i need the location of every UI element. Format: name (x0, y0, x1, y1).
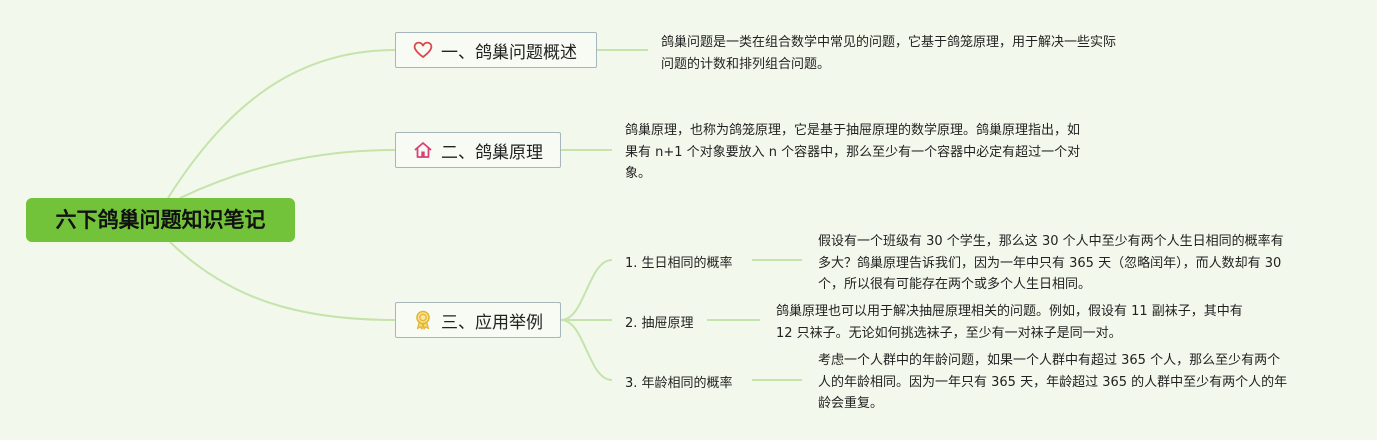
note-line: 果有 n+1 个对象要放入 n 个容器中，那么至少有一个容器中必定有超过一个对 (625, 144, 1081, 160)
note-line: 多大？鸽巢原理告诉我们，因为一年中只有 365 天（忽略闰年），而人数却有 30 (818, 255, 1282, 271)
note-principle: 鸽巢原理，也称为鸽笼原理，它是基于抽屉原理的数学原理。鸽巢原理指出，如 果有 n… (625, 120, 1080, 185)
subtopic-age[interactable]: 3. 年龄相同的概率 (625, 376, 733, 391)
topic-examples[interactable]: 三、应用举例 (395, 302, 561, 338)
note-line: 龄会重复。 (818, 396, 884, 411)
subtopic-birthday[interactable]: 1. 生日相同的概率 (625, 256, 733, 271)
note-line: 考虑一个人群中的年龄问题，如果一个人群中有超过 365 个人，那么至少有两个 (818, 353, 1281, 368)
note-line: 人的年龄相同。因为一年只有 365 天，年龄超过 365 的人群中至少有两个人的… (818, 374, 1288, 390)
note-line: 个，所以很有可能存在两个或多个人生日相同。 (818, 277, 1092, 292)
award-ribbon-icon (413, 310, 433, 330)
heart-icon (413, 40, 433, 60)
topic-overview[interactable]: 一、鸽巢问题概述 (395, 32, 597, 68)
note-line: 象。 (625, 166, 652, 181)
note-line: 12 只袜子。无论如何挑选袜子，至少有一对袜子是同一对。 (776, 325, 1122, 341)
topic-label: 二、鸽巢原理 (441, 142, 543, 163)
link-root-topic3 (169, 241, 396, 321)
link-root-topic1 (167, 49, 396, 199)
link-root-topic2 (179, 149, 396, 199)
link-topic3-sub1 (560, 259, 613, 321)
note-line: 鸽巢原理也可以用于解决抽屉原理相关的问题。例如，假设有 11 副袜子，其中有 (776, 304, 1243, 319)
root-topic[interactable]: 六下鸽巢问题知识笔记 (26, 198, 295, 242)
note-age: 考虑一个人群中的年龄问题，如果一个人群中有超过 365 个人，那么至少有两个 人… (818, 350, 1287, 415)
note-overview: 鸽巢问题是一类在组合数学中常见的问题，它基于鸽笼原理，用于解决一些实际 问题的计… (661, 32, 1116, 75)
note-line: 鸽巢原理，也称为鸽笼原理，它是基于抽屉原理的数学原理。鸽巢原理指出，如 (625, 123, 1081, 138)
topic-label: 一、鸽巢问题概述 (441, 42, 577, 63)
topic-principle[interactable]: 二、鸽巢原理 (395, 132, 561, 168)
note-drawer: 鸽巢原理也可以用于解决抽屉原理相关的问题。例如，假设有 11 副袜子，其中有 1… (776, 301, 1243, 344)
link-topic3-sub3 (560, 319, 613, 381)
note-line: 鸽巢问题是一类在组合数学中常见的问题，它基于鸽笼原理，用于解决一些实际 (661, 35, 1117, 50)
note-line: 问题的计数和排列组合问题。 (661, 56, 831, 72)
subtopic-drawer[interactable]: 2. 抽屉原理 (625, 316, 694, 331)
topic-label: 三、应用举例 (441, 312, 543, 333)
home-icon (413, 140, 433, 160)
note-birthday: 假设有一个班级有 30 个学生，那么这 30 个人中至少有两个人生日相同的概率有… (818, 231, 1284, 296)
note-line: 假设有一个班级有 30 个学生，那么这 30 个人中至少有两个人生日相同的概率有 (818, 234, 1284, 249)
